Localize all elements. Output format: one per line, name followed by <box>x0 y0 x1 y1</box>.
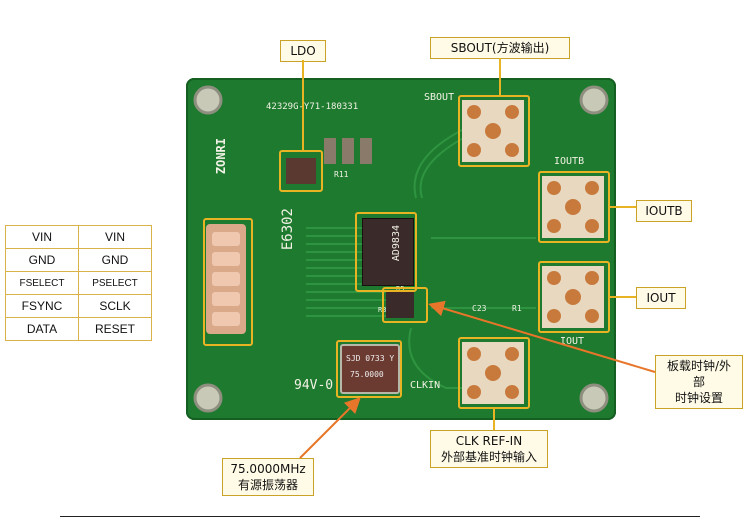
silk-r5: R5 <box>396 285 405 293</box>
oscillator-marking-2: 75.0000 <box>350 370 384 379</box>
clkin-callout: CLK REF-IN 外部基准时钟输入 <box>430 430 548 468</box>
oscillator-line2: 有源振荡器 <box>237 478 298 492</box>
pin-cell: FSYNC <box>5 294 79 318</box>
silk-sbout: SBOUT <box>424 92 455 103</box>
pin-row: DATA RESET <box>5 317 152 341</box>
iout-highlight <box>538 261 610 333</box>
pin-row: VIN VIN <box>5 225 152 249</box>
pin-row: GND GND <box>5 248 152 272</box>
oscillator: SJD 0733 Y 75.0000 <box>340 344 400 394</box>
pin-row: FSELECT PSELECT <box>5 271 152 295</box>
oscillator-line1: 75.0000MHz <box>230 462 306 476</box>
clkin-line1: CLK REF-IN <box>455 434 523 448</box>
pin-cell: FSELECT <box>5 271 79 295</box>
pin-cell: GND <box>78 248 152 272</box>
capacitor <box>360 138 372 164</box>
ioutb-highlight <box>538 171 610 243</box>
board-serial: 42329G-Y71-180331 <box>266 102 359 112</box>
board-rating: 94V-0 <box>294 378 334 393</box>
board-brand: ZONRI <box>214 138 228 175</box>
oscillator-highlight <box>336 340 402 398</box>
clkin-highlight <box>458 337 530 409</box>
sbout-connector-pads <box>462 100 524 162</box>
silk-clkin: CLKIN <box>410 380 441 391</box>
board-module-label: E6302 <box>280 208 296 251</box>
pin-cell: VIN <box>5 225 79 249</box>
ldo-highlight <box>279 150 323 192</box>
clock-select-highlight <box>382 287 428 323</box>
capacitor <box>342 138 354 164</box>
oscillator-marking-1: SJD 0733 Y <box>346 354 395 363</box>
ioutb-connector-pads <box>542 176 604 238</box>
dds-chip: AD9834 <box>362 218 414 286</box>
pin-header-highlight <box>203 218 253 346</box>
pcb-traces <box>193 85 609 413</box>
clkin-line2: 外部基准时钟输入 <box>440 450 537 464</box>
pin-cell: GND <box>5 248 79 272</box>
ldo-callout: LDO <box>280 40 326 62</box>
pin-row: FSYNC SCLK <box>5 294 152 318</box>
clock-setting-line2: 时钟设置 <box>674 391 723 405</box>
pin-cell: DATA <box>5 317 79 341</box>
pin-cell: SCLK <box>78 294 152 318</box>
sbout-callout: SBOUT(方波输出) <box>430 37 570 59</box>
iout-callout: IOUT <box>636 287 686 309</box>
clock-select-pads <box>386 290 414 318</box>
silk-iout: IOUT <box>560 336 585 347</box>
ioutb-callout: IOUTB <box>636 200 692 222</box>
bottom-divider <box>60 516 700 517</box>
capacitor <box>324 138 336 164</box>
pin-cell: RESET <box>78 317 152 341</box>
silk-c23: C23 <box>472 304 487 313</box>
pin-cell: PSELECT <box>78 271 152 295</box>
clock-setting-callout: 板载时钟/外部 时钟设置 <box>655 355 743 409</box>
pin-table: VIN VIN GND GND FSELECT PSELECT FSYNC SC… <box>5 225 152 341</box>
silk-ioutb: IOUTB <box>554 156 585 167</box>
ldo-chip <box>286 158 316 184</box>
pin-header <box>206 224 246 334</box>
dds-chip-highlight <box>355 212 417 292</box>
silk-r1: R1 <box>512 304 522 313</box>
oscillator-callout: 75.0000MHz 有源振荡器 <box>222 458 314 496</box>
sbout-highlight <box>458 95 530 167</box>
pin-cell: VIN <box>78 225 152 249</box>
clock-setting-line1: 板载时钟/外部 <box>666 359 732 389</box>
silk-r11: R11 <box>334 170 349 179</box>
